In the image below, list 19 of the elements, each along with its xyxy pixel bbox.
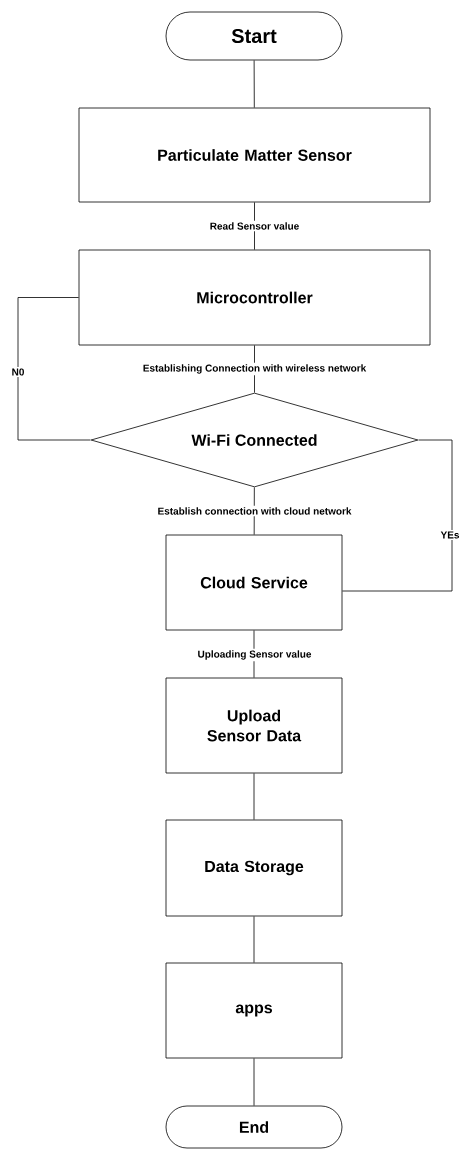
process-box: Cloud Service — [165, 534, 343, 631]
connector-line — [253, 916, 255, 963]
process-box: apps — [165, 962, 343, 1059]
edge-label: YEs — [439, 530, 461, 540]
process-box: Microcontroller — [78, 249, 431, 346]
edge-label: Establishing Connection with wireless network — [141, 362, 368, 376]
edge-label: Uploading Sensor value — [196, 648, 313, 662]
process-box: Upload Sensor Data — [165, 677, 343, 774]
connector-line — [342, 439, 453, 592]
connector-line — [17, 297, 91, 441]
connector-line — [253, 630, 255, 678]
connector-line — [253, 773, 255, 820]
edge-label: Establish connection with cloud network — [156, 505, 353, 517]
process-box: Data Storage — [165, 819, 343, 917]
edge-label: N0 — [10, 366, 26, 378]
edge-label: Read Sensor value — [208, 220, 301, 232]
process-box: Particulate Matter Sensor — [78, 107, 431, 203]
connector-line — [253, 1058, 255, 1106]
connector-line — [253, 60, 255, 108]
